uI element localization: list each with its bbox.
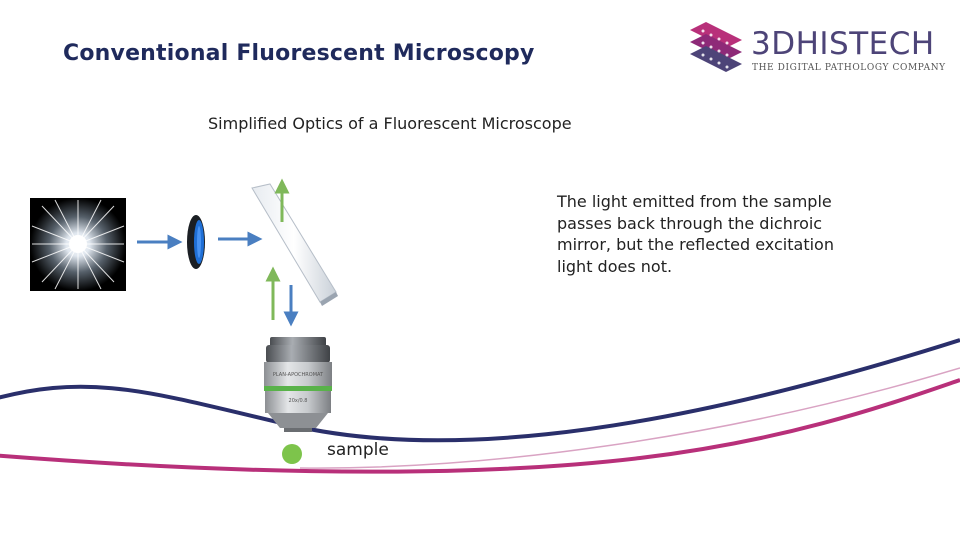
- slide-title: Conventional Fluorescent Microscopy: [63, 41, 535, 66]
- diagram-subtitle: Simplified Optics of a Fluorescent Micro…: [208, 114, 572, 133]
- svg-text:20x/0.8: 20x/0.8: [289, 398, 308, 404]
- dichroic-mirror: [251, 183, 338, 306]
- sample-label: sample: [327, 440, 389, 460]
- logo-tagline: THE DIGITAL PATHOLOGY COMPANY: [752, 63, 946, 73]
- svg-text:PLAN-APOCHROMAT: PLAN-APOCHROMAT: [273, 372, 324, 378]
- objective-lens: PLAN-APOCHROMAT 20x/0.8: [264, 337, 332, 432]
- logo-mark: [690, 22, 742, 72]
- light-source-image: [30, 198, 126, 291]
- excitation-filter: [187, 215, 205, 269]
- logo-name: 3DHISTECH: [751, 26, 935, 62]
- sample-dot: [282, 444, 302, 464]
- background-swoosh: [0, 338, 960, 474]
- description-text: The light emitted from the sample passes…: [557, 192, 834, 276]
